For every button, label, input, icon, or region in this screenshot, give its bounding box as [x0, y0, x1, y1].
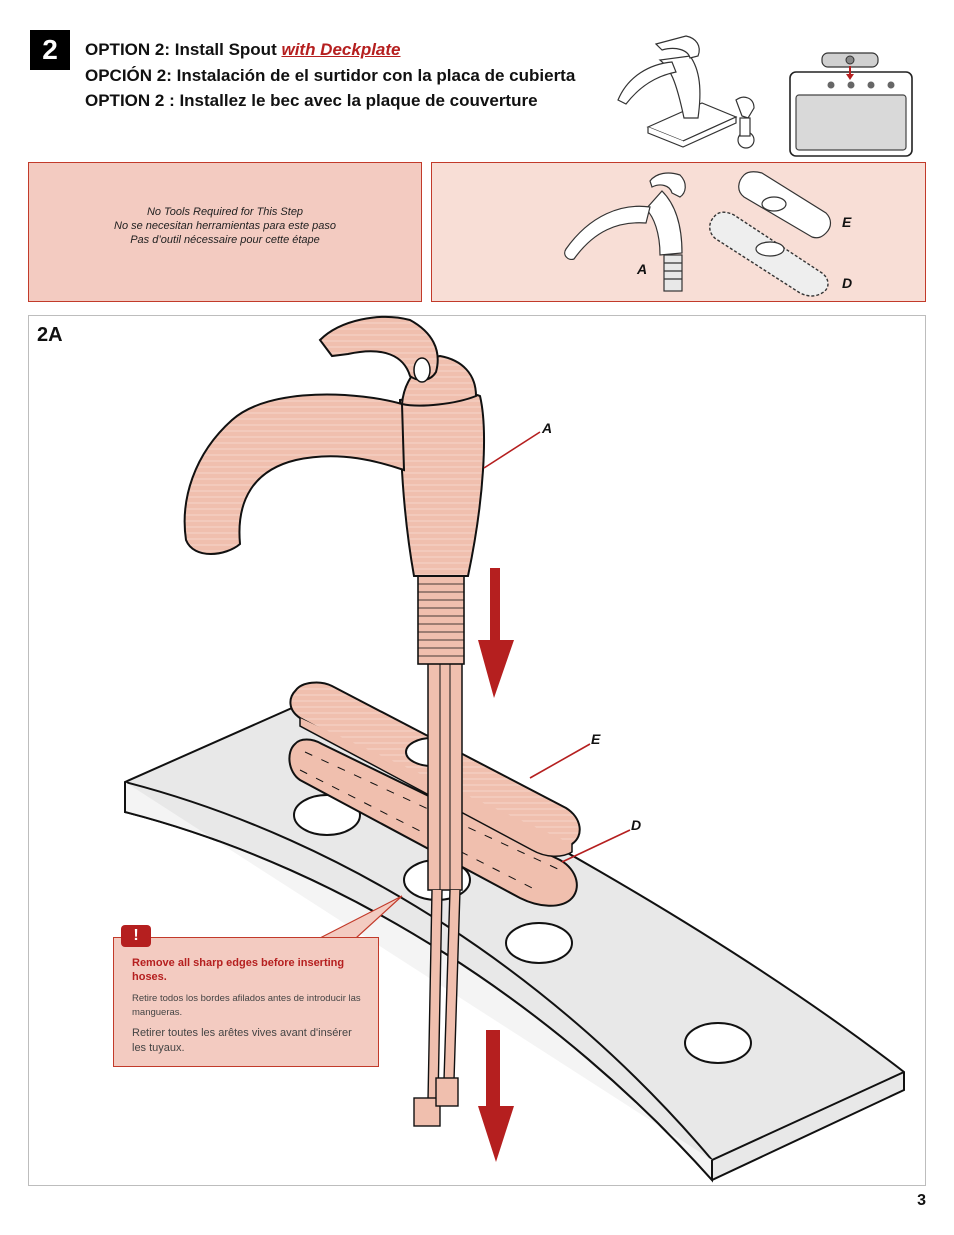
- no-tools-note-spanish: No se necesitan herramientas para este p…: [114, 220, 336, 232]
- callout-label-e: E: [591, 731, 601, 747]
- callout-label-d: D: [631, 817, 642, 833]
- part-a-faucet-icon: [564, 172, 686, 292]
- parts-label-e: E: [842, 214, 852, 230]
- no-tools-note: No Tools Required for This Step No se ne…: [29, 205, 421, 247]
- faucet-with-deckplate-thumbnail-icon: [617, 35, 755, 149]
- step-number-badge: 2: [30, 30, 70, 70]
- sink-diagram-icon: [789, 52, 913, 157]
- part-e-deckplate-icon: [738, 171, 832, 239]
- parts-illustration: [564, 171, 832, 297]
- warning-text-french: Retirer toutes les arêtes vives avant d'…: [132, 1027, 352, 1054]
- warning-box: Remove all sharp edges before inserting …: [113, 937, 379, 1067]
- parts-label-a: A: [637, 261, 648, 277]
- heading-spanish: OPCIÓN 2: Instalación de el surtidor con…: [85, 66, 576, 85]
- no-tools-note-box: No Tools Required for This Step No se ne…: [28, 162, 422, 302]
- part-d-gasket-icon: [709, 211, 829, 297]
- warning-text-english: Remove all sharp edges before inserting …: [132, 957, 345, 983]
- heading-english-accent: with Deckplate: [281, 40, 401, 59]
- no-tools-note-french: Pas d’outil nécessaire pour cette étape: [130, 234, 320, 246]
- heading-english-prefix: OPTION 2: Install Spout: [85, 40, 282, 59]
- warning-exclamation-icon: !: [121, 925, 151, 947]
- callout-label-a: A: [542, 420, 553, 436]
- step-2a-label: 2A: [37, 324, 63, 346]
- no-tools-note-english: No Tools Required for This Step: [146, 206, 304, 218]
- parts-label-d: D: [842, 275, 853, 291]
- warning-text-spanish: Retire todos los bordes afilados antes d…: [132, 993, 361, 1018]
- heading-english: OPTION 2: Install Spout with Deckplate: [85, 40, 401, 60]
- page-number: 3: [917, 1192, 926, 1209]
- heading-french: OPTION 2 : Installez le bec avec la plaq…: [85, 91, 538, 110]
- parts-box: A E D: [431, 162, 926, 302]
